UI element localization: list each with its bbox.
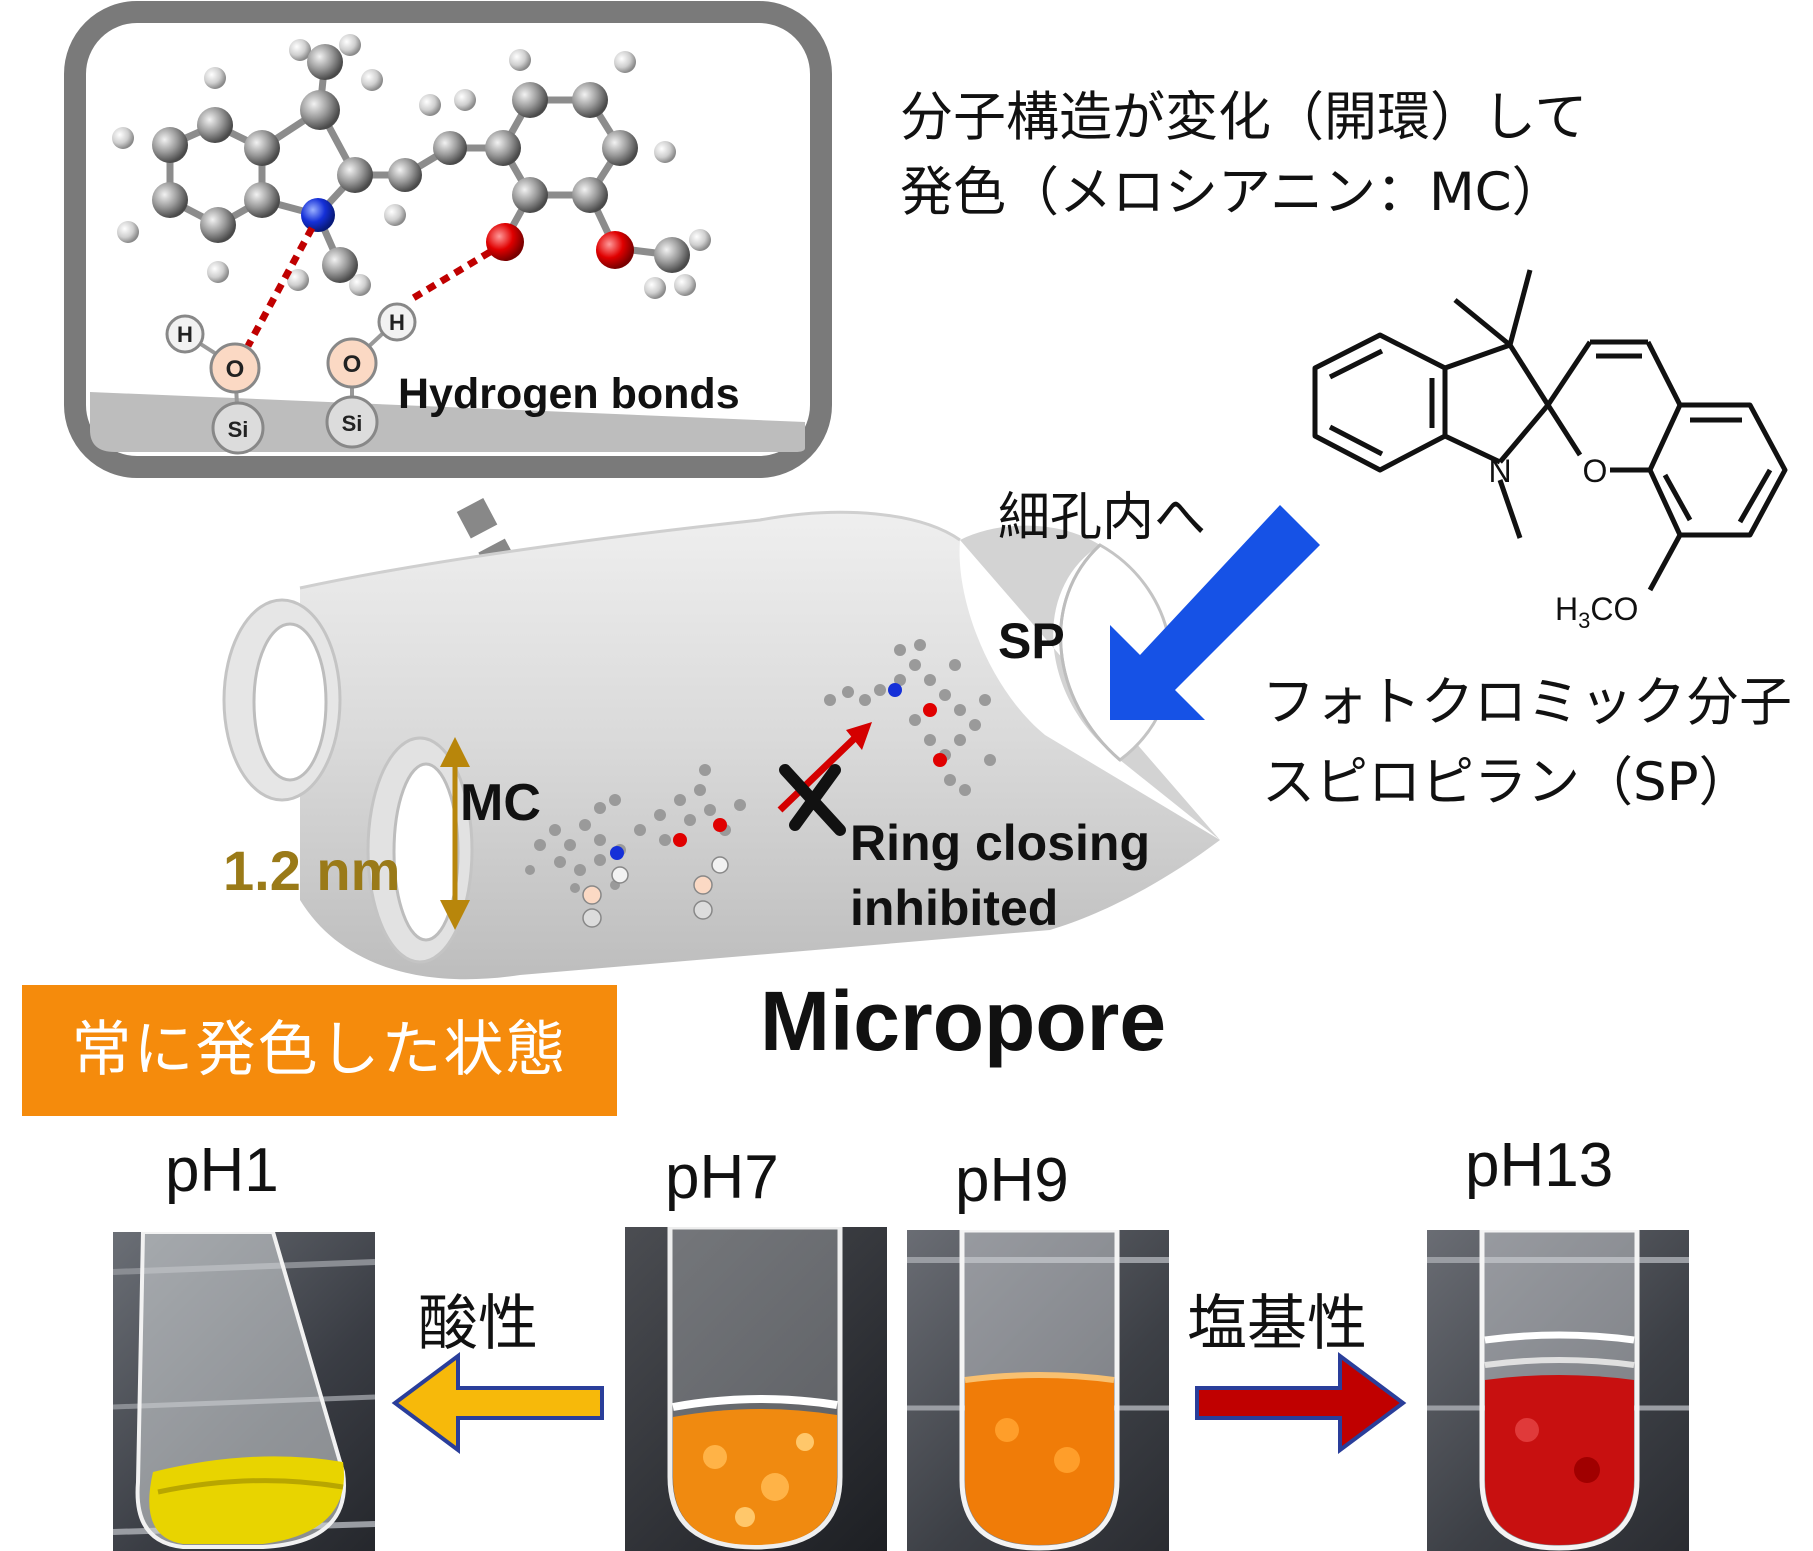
ph-label-7: pH7 bbox=[665, 1143, 779, 1212]
silanol-group-2 bbox=[325, 302, 417, 449]
inset-hydrogen-atoms bbox=[112, 34, 711, 299]
sample-photo-ph13 bbox=[1427, 1230, 1689, 1551]
spiropyran-structure bbox=[1312, 269, 1788, 592]
inset-o-label-2: O bbox=[343, 351, 362, 378]
inset-si-label-1: Si bbox=[228, 417, 249, 442]
inset-si-label-2: Si bbox=[342, 411, 363, 436]
hydrogen-bond-inset: H O Si H O Si Hydrogen bonds bbox=[64, 1, 832, 478]
silanol-group-1 bbox=[165, 314, 265, 455]
micropore-label: Micropore bbox=[760, 974, 1166, 1068]
inset-carbon-atoms bbox=[152, 44, 690, 283]
into-pore-label: 細孔内へ bbox=[998, 488, 1207, 548]
into-pore-blue-arrow bbox=[1110, 505, 1320, 720]
photochromic-line2: スピロピラン（SP） bbox=[1262, 752, 1752, 813]
micropore-cylinder bbox=[222, 510, 1220, 980]
ph-label-13: pH13 bbox=[1465, 1131, 1614, 1200]
ring-closing-arrow bbox=[777, 722, 872, 836]
ring-closing-line2: inhibited bbox=[850, 880, 1058, 936]
hydrogen-bonds-label: Hydrogen bonds bbox=[398, 370, 740, 418]
mc-description-line1: 分子構造が変化（開環）して bbox=[900, 87, 1588, 148]
pore-size-label: 1.2 nm bbox=[223, 839, 400, 902]
methoxy-label: H3CO bbox=[1555, 591, 1638, 633]
pore-mc-molecules bbox=[525, 764, 746, 928]
sp-pore-label: SP bbox=[998, 613, 1065, 669]
sample-photo-ph9 bbox=[907, 1230, 1169, 1551]
inset-o-label-1: O bbox=[226, 356, 245, 383]
inset-oxygen-atom-2 bbox=[596, 231, 634, 269]
acidic-label: 酸性 bbox=[418, 1289, 538, 1359]
basic-label: 塩基性 bbox=[1187, 1289, 1367, 1359]
sp-o-label: O bbox=[1583, 453, 1608, 489]
hbond-line-1 bbox=[244, 226, 316, 348]
inset-nitrogen-atom bbox=[301, 198, 335, 232]
mc-pore-label: MC bbox=[460, 774, 541, 832]
inset-h-label-2: H bbox=[389, 310, 405, 335]
inset-oxygen-atom-1 bbox=[486, 223, 524, 261]
acidic-arrow bbox=[391, 1352, 604, 1454]
mc-description-line2: 発色（メロシアニン：MC） bbox=[900, 162, 1565, 223]
ph-label-9: pH9 bbox=[955, 1146, 1069, 1215]
inset-h-label-1: H bbox=[177, 322, 193, 347]
always-colored-banner: 常に発色した状態 bbox=[22, 985, 617, 1116]
sp-n-label: N bbox=[1488, 453, 1511, 489]
sample-photo-ph1 bbox=[113, 1232, 375, 1551]
ph-label-1: pH1 bbox=[165, 1136, 279, 1205]
sample-photo-ph7 bbox=[625, 1227, 887, 1551]
ring-closing-line1: Ring closing bbox=[850, 815, 1150, 871]
pore-sp-molecule bbox=[824, 639, 996, 796]
photochromic-line1: フォトクロミック分子 bbox=[1262, 672, 1792, 733]
basic-arrow bbox=[1195, 1352, 1407, 1454]
